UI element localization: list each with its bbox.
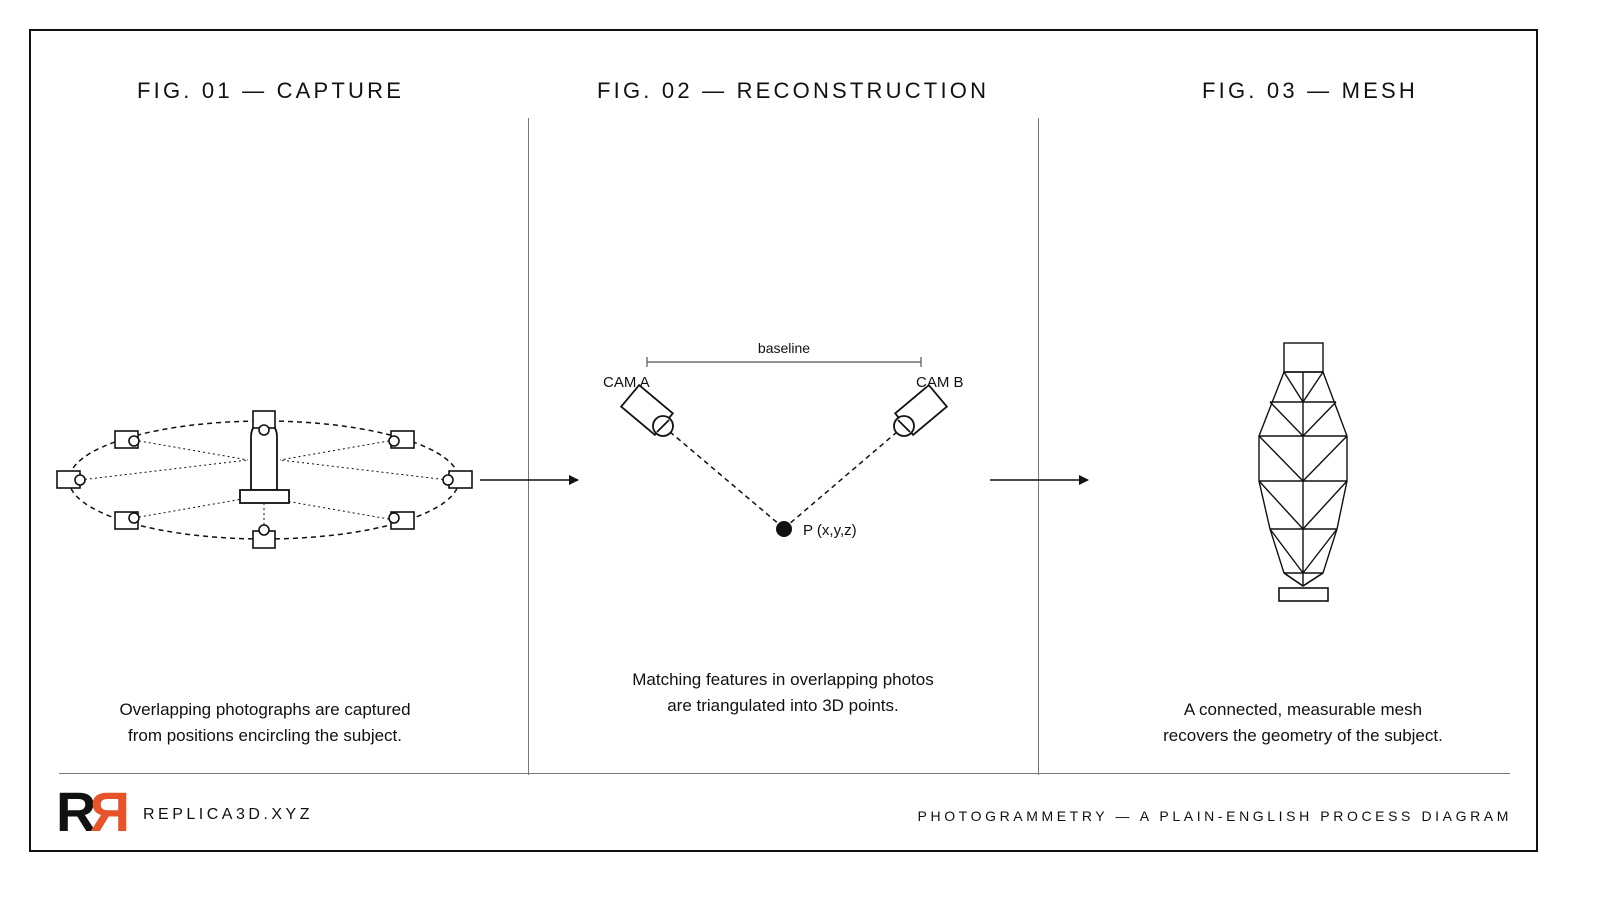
camera-icon	[388, 430, 415, 449]
camera-icon	[388, 511, 415, 530]
logo-letter-orange: R	[90, 780, 130, 843]
baseline-bracket	[646, 357, 922, 367]
camera-icon	[114, 511, 140, 530]
capture-illustration	[56, 410, 473, 549]
cam-a-label: CAM A	[603, 374, 650, 391]
fig1-title: FIG. 01 — CAPTURE	[137, 78, 405, 103]
point-p-marker	[776, 521, 792, 537]
fig1-caption-line2: from positions encircling the subject.	[127, 726, 403, 745]
cam-a-icon	[619, 383, 675, 437]
fig3-caption-line2: recovers the geometry of the subject.	[1163, 726, 1443, 745]
footer-divider	[59, 773, 1510, 774]
fig1-caption-line1: Overlapping photographs are captured	[119, 700, 411, 719]
camera-icon	[56, 470, 86, 489]
baseline-label: baseline	[758, 340, 810, 356]
fig2-title: FIG. 02 — RECONSTRUCTION	[597, 78, 990, 103]
footer-tagline: PHOTOGRAMMETRY — A PLAIN-ENGLISH PROCESS…	[917, 808, 1512, 824]
panel-divider-2	[1038, 118, 1039, 775]
cam-b-label: CAM B	[916, 374, 964, 391]
logo-letter-black: R	[56, 780, 96, 843]
mesh-base	[1278, 587, 1329, 602]
subject-statue	[239, 422, 290, 504]
brand-name[interactable]: REPLICA3D.XYZ	[143, 806, 313, 823]
fig1-caption: Overlapping photographs are captured fro…	[55, 697, 475, 749]
mesh-illustration	[1258, 342, 1348, 602]
fig3-caption: A connected, measurable mesh recovers th…	[1093, 697, 1513, 749]
capture-cameras	[56, 410, 473, 549]
mesh-head	[1283, 342, 1324, 373]
reconstruction-illustration	[619, 357, 949, 537]
diagram-frame	[29, 29, 1538, 852]
camera-icon	[252, 410, 276, 436]
fig2-caption: Matching features in overlapping photos …	[573, 667, 993, 719]
panel-divider-1	[528, 118, 529, 775]
ray-cam-b	[787, 425, 905, 526]
ray-cam-a	[662, 425, 781, 526]
camera-icon	[252, 524, 276, 549]
fig3-caption-line1: A connected, measurable mesh	[1183, 700, 1423, 719]
camera-icon	[442, 470, 473, 489]
fig2-caption-line2: are triangulated into 3D points.	[667, 696, 899, 715]
point-label: P (x,y,z)	[803, 522, 857, 539]
camera-icon	[114, 430, 140, 449]
fig2-caption-line1: Matching features in overlapping photos	[632, 670, 934, 689]
cam-b-icon	[893, 383, 949, 437]
fig3-title: FIG. 03 — MESH	[1202, 78, 1418, 103]
brand-logo: R R	[56, 780, 130, 843]
